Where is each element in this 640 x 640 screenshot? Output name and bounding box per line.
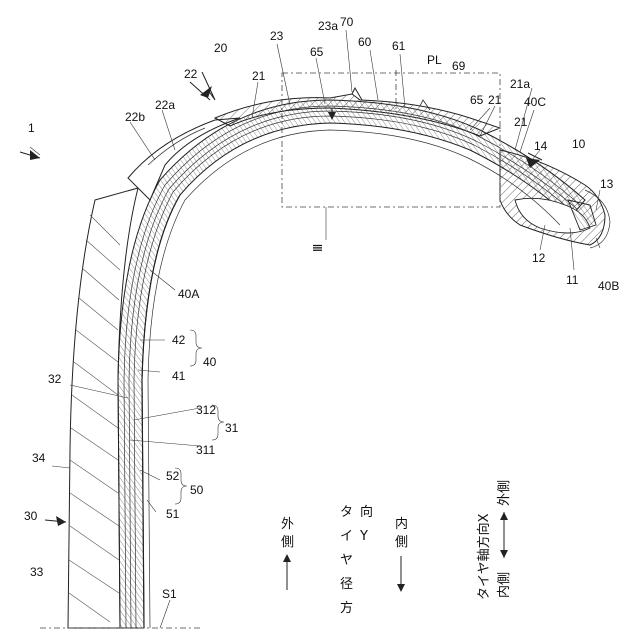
radial-outer-1: 外 xyxy=(281,517,294,532)
radial-inner-2: 側 xyxy=(395,535,408,550)
label-PL: PL xyxy=(427,53,442,67)
label-10: 10 xyxy=(572,137,586,151)
radial-title-7: Y xyxy=(359,529,368,544)
radial-inner-arrow xyxy=(397,584,405,592)
bead-region xyxy=(500,150,610,248)
label-69: 69 xyxy=(452,59,466,73)
label-22: 22 xyxy=(184,67,198,81)
radial-inner-1: 内 xyxy=(395,516,408,532)
label-21-right: 21 xyxy=(514,115,528,129)
label-61: 61 xyxy=(392,39,406,53)
label-312: 312 xyxy=(196,403,216,417)
radial-title-5: 方 xyxy=(340,600,353,616)
inner-liner xyxy=(148,130,560,628)
label-65-left: 65 xyxy=(310,45,324,59)
label-20: 20 xyxy=(214,41,228,55)
label-40: 40 xyxy=(203,355,217,369)
label-21-left: 21 xyxy=(252,69,266,83)
radial-outer-arrow xyxy=(283,554,291,562)
axial-title: タイヤ軸方向X xyxy=(476,513,492,600)
label-S1: S1 xyxy=(162,587,177,601)
label-33: 33 xyxy=(30,565,44,579)
label-51: 51 xyxy=(166,507,180,521)
label-23a: 23a xyxy=(318,19,338,33)
label-40B: 40B xyxy=(598,279,619,293)
label-41: 41 xyxy=(172,369,186,383)
label-42: 42 xyxy=(172,333,186,347)
grouping-braces xyxy=(175,330,224,504)
label-40A: 40A xyxy=(178,287,199,301)
label-40C: 40C xyxy=(524,95,546,109)
label-30: 30 xyxy=(24,509,38,523)
radial-title-4: 径 xyxy=(340,577,353,592)
label-22a: 22a xyxy=(155,98,175,112)
label-13: 13 xyxy=(600,177,614,191)
label-31: 31 xyxy=(225,421,239,435)
label-34: 34 xyxy=(32,451,46,465)
axial-inner-label: 内側 xyxy=(496,572,512,598)
label-21-mid: 21 xyxy=(488,93,502,107)
label-22b: 22b xyxy=(125,110,145,124)
label-32: 32 xyxy=(48,372,62,386)
label-23: 23 xyxy=(270,29,284,43)
axial-outer-label: 外側 xyxy=(497,480,512,506)
radial-title-3: ヤ xyxy=(340,553,353,568)
radial-title-2: イ xyxy=(340,529,353,544)
axial-direction-legend: タイヤ軸方向X 内側 外側 xyxy=(476,480,512,600)
label-14: 14 xyxy=(534,139,548,153)
label-311: 311 xyxy=(196,443,215,457)
radial-title-6: 向 xyxy=(360,504,373,520)
label-21a: 21a xyxy=(510,77,530,91)
label-60: 60 xyxy=(358,35,372,49)
radial-direction-legend: 外 側 タ イ ヤ 径 方 向 Y 内 側 xyxy=(281,504,408,616)
label-figure-1: 1 xyxy=(28,121,35,135)
label-50: 50 xyxy=(190,483,204,497)
radial-title-1: タ xyxy=(340,505,353,520)
label-65-right: 65 xyxy=(470,93,484,107)
label-11: 11 xyxy=(566,273,579,287)
label-52: 52 xyxy=(166,469,180,483)
label-12: 12 xyxy=(532,251,546,265)
label-70: 70 xyxy=(340,15,354,29)
radial-outer-2: 側 xyxy=(281,535,294,550)
label-III: Ⅲ xyxy=(311,244,325,252)
